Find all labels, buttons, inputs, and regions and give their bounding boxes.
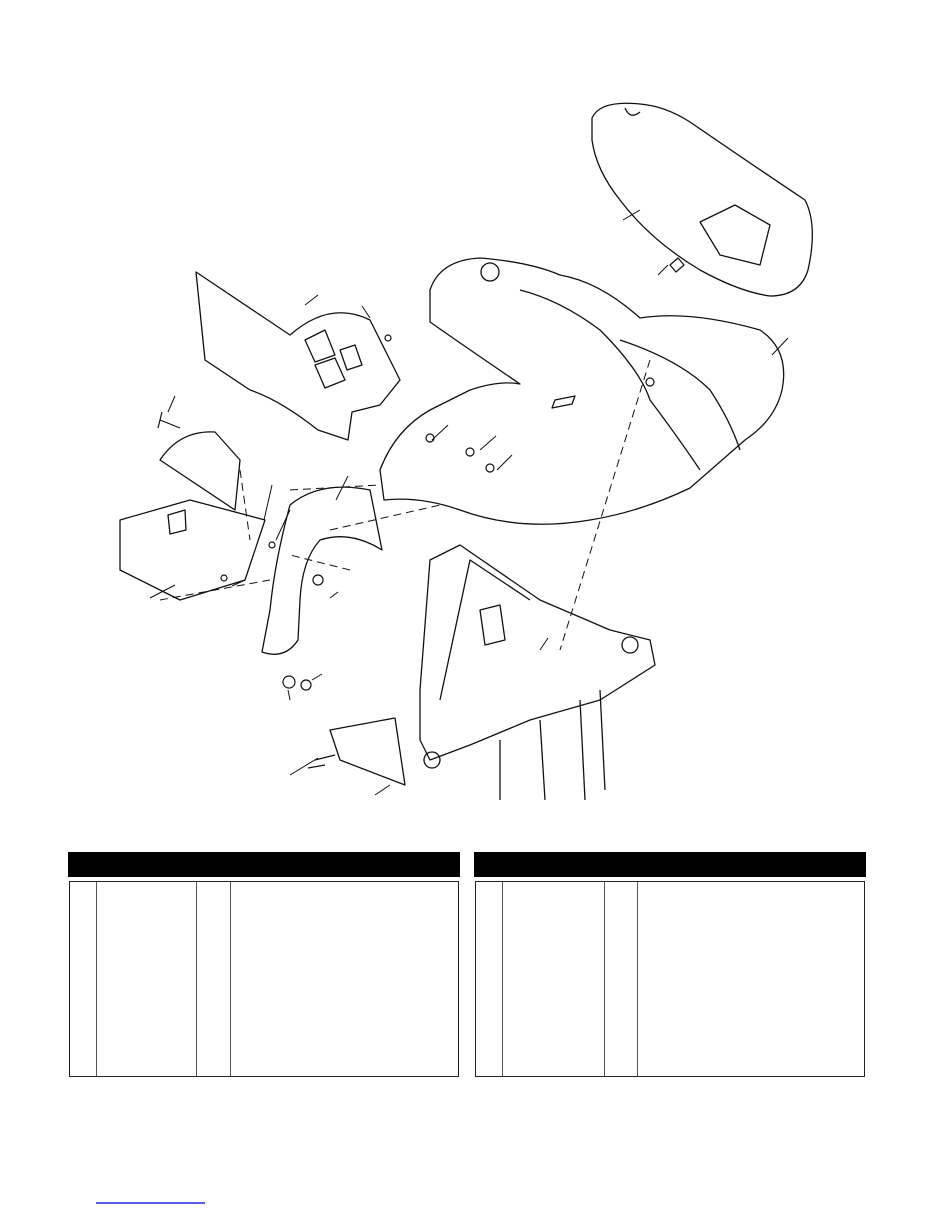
frame-part <box>329 544 656 800</box>
dashed-alignment-lines <box>159 359 651 651</box>
footer-link-underline <box>96 1202 205 1204</box>
leader-lines <box>149 209 789 796</box>
parts-table-right <box>474 852 866 1077</box>
side-panel-part <box>195 271 401 441</box>
fender-flare-part <box>261 486 383 655</box>
column-divider <box>96 882 97 1076</box>
rear-fender-part <box>379 257 785 525</box>
table-header <box>474 852 866 877</box>
table-header <box>68 852 460 877</box>
table-body <box>475 881 865 1077</box>
seat-part <box>591 102 813 297</box>
parts-table-left <box>68 852 460 1077</box>
table-body <box>69 881 459 1077</box>
column-divider <box>502 882 503 1076</box>
column-divider <box>637 882 638 1076</box>
column-divider <box>230 882 231 1076</box>
column-divider <box>196 882 197 1076</box>
parts-exploded-diagram <box>119 102 813 800</box>
column-divider <box>604 882 605 1076</box>
hardware-fasteners <box>157 257 685 769</box>
footrest-part <box>119 431 266 601</box>
